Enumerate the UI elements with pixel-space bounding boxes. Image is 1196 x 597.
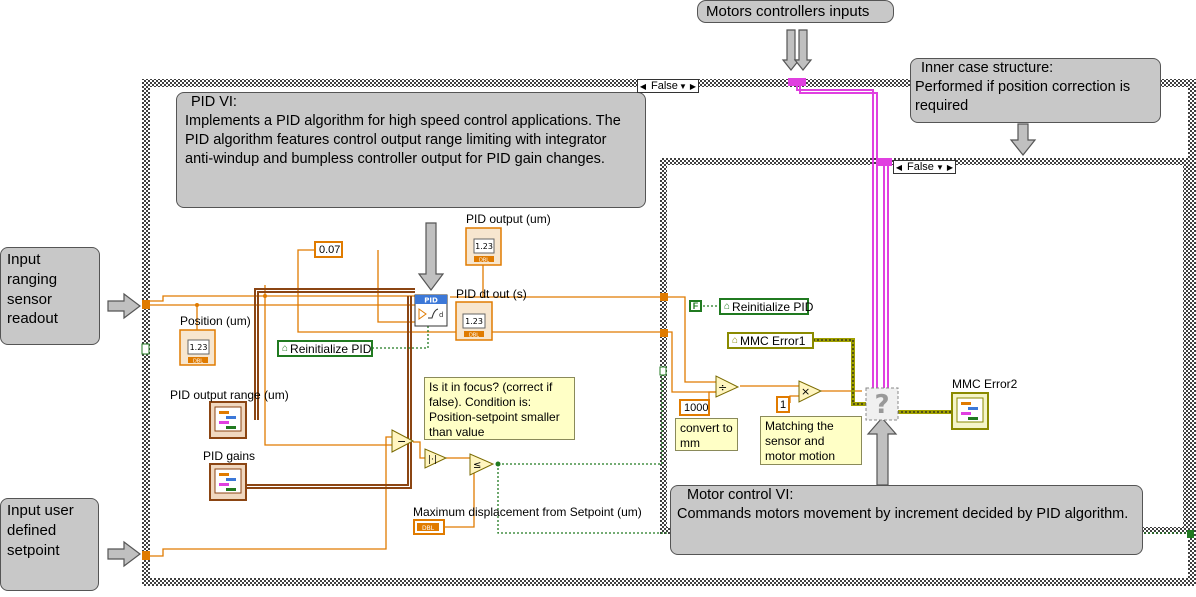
- compare-symbol: ≤: [473, 460, 481, 471]
- motor-vi-body: Commands motors movement by increment de…: [677, 506, 1129, 523]
- pid-output-tunnel: [660, 293, 668, 301]
- motor-control-subvi[interactable]: ?: [865, 387, 899, 421]
- compare-node: ≤: [469, 453, 495, 476]
- selector-left-arrow-icon[interactable]: ◀: [639, 81, 647, 91]
- selector-left-arrow-icon[interactable]: ◀: [895, 162, 903, 172]
- subtract-symbol: −: [397, 435, 406, 448]
- home-icon: ⌂: [732, 335, 739, 346]
- home-icon: ⌂: [724, 301, 731, 312]
- position-indicator-value: 1.23: [190, 343, 208, 352]
- multiply-node: ×: [798, 380, 823, 403]
- green-wires: [372, 305, 1190, 534]
- motors-inputs-text: Motors controllers inputs: [706, 3, 870, 20]
- pid-gains-label: PID gains: [203, 449, 256, 463]
- inner-case-value: False: [907, 161, 934, 173]
- chevron-down-icon[interactable]: ▼: [679, 81, 687, 91]
- focus-note: Is it in focus? (correct if false). Cond…: [424, 377, 575, 440]
- position-label: Position (um): [180, 314, 251, 328]
- pid-output-range-label: PID output range (um): [170, 388, 289, 402]
- divide-node: ÷: [715, 375, 740, 398]
- convert-note: convert to mm: [675, 418, 738, 451]
- input-user-callout: Input user defined setpoint: [0, 498, 99, 591]
- mmc-error1-reference[interactable]: ⌂MMC Error1: [727, 332, 814, 349]
- inner-case-selector[interactable]: ◀ False ▼ ▶: [893, 160, 956, 174]
- mmc-error2-indicator: [951, 392, 989, 430]
- inner-case-body: Performed if position correction is requ…: [915, 79, 1131, 115]
- false-constant[interactable]: F: [689, 300, 702, 312]
- pid-dt-out-indicator: 1.23 DBL: [455, 301, 493, 341]
- pid-output-indicator: 1.23 DBL: [465, 227, 502, 266]
- selector-right-arrow-icon[interactable]: ▶: [946, 162, 954, 172]
- pid-block-label: PID: [424, 297, 438, 305]
- abs-node: |·|: [424, 448, 448, 469]
- max-displacement-label: Maximum displacement from Setpoint (um): [413, 505, 642, 519]
- svg-text:DBL: DBL: [469, 333, 479, 339]
- pid-dt-out-label: PID dt out (s): [456, 287, 527, 301]
- reinitialize-pid-reference[interactable]: ⌂Reinitialize PID: [277, 340, 373, 357]
- home-icon: ⌂: [282, 343, 289, 354]
- abs-symbol: |·|: [428, 455, 437, 465]
- pid-vi-body: Implements a PID algorithm for high spee…: [185, 113, 621, 168]
- mmc-error2-label: MMC Error2: [952, 377, 1018, 391]
- outer-case-value: False: [651, 80, 678, 92]
- matching-note: Matching the sensor and motor motion: [760, 416, 862, 465]
- selector-right-arrow-icon[interactable]: ▶: [689, 81, 697, 91]
- svg-text:d: d: [439, 311, 443, 319]
- pid-output-range-control[interactable]: [209, 401, 247, 439]
- pid-output-indicator-value: 1.23: [475, 242, 493, 251]
- svg-text:DBL: DBL: [422, 525, 435, 532]
- svg-text:DBL: DBL: [193, 359, 203, 365]
- input-ranging-callout: Input ranging sensor readout: [0, 247, 100, 345]
- unknown-symbol: ?: [874, 390, 889, 420]
- magenta-wires: [796, 82, 889, 390]
- position-indicator: 1.23 DBL: [179, 329, 216, 366]
- pid-vi-title: PID VI:: [191, 94, 237, 110]
- chevron-down-icon[interactable]: ▼: [936, 162, 944, 172]
- outer-case-selector[interactable]: ◀ False ▼ ▶: [637, 79, 699, 93]
- error-wire: [813, 338, 952, 414]
- motors-input-tunnel: [788, 78, 806, 86]
- subtract-node: −: [391, 429, 415, 453]
- inner-motors-tunnel: [876, 158, 892, 166]
- pid-vi-callout: PID VI: Implements a PID algorithm for h…: [176, 92, 646, 208]
- dt-constant[interactable]: 0.07: [314, 241, 343, 258]
- pid-gains-control[interactable]: [209, 463, 247, 501]
- pid-vi-block[interactable]: PID d: [414, 294, 448, 327]
- thousand-constant[interactable]: 1000: [679, 399, 710, 416]
- inner-case-callout: Inner case structure: Performed if posit…: [910, 58, 1161, 123]
- svg-text:DBL: DBL: [479, 258, 489, 264]
- pid-output-label: PID output (um): [466, 212, 551, 226]
- position-tunnel: [660, 329, 668, 337]
- motor-vi-callout: Motor control VI: Commands motors moveme…: [670, 485, 1143, 555]
- pointer-arrows: [107, 29, 1037, 568]
- one-constant[interactable]: 1: [776, 396, 790, 413]
- reinitialize-pid-local[interactable]: ⌂Reinitialize PID: [719, 298, 813, 315]
- divide-symbol: ÷: [718, 381, 727, 394]
- brown-wires: [246, 288, 415, 489]
- setpoint-input-tunnel: [142, 551, 150, 560]
- multiply-symbol: ×: [801, 385, 810, 398]
- inner-case-title: Inner case structure:: [921, 60, 1054, 76]
- motor-vi-title: Motor control VI:: [687, 487, 794, 503]
- max-displacement-control[interactable]: DBL: [413, 519, 445, 535]
- sensor-input-tunnel: [142, 300, 150, 309]
- pid-dt-out-indicator-value: 1.23: [465, 317, 483, 326]
- input-ranging-text: Input ranging sensor readout: [7, 251, 58, 328]
- input-user-text: Input user defined setpoint: [7, 502, 74, 559]
- motors-inputs-callout: Motors controllers inputs: [697, 0, 894, 23]
